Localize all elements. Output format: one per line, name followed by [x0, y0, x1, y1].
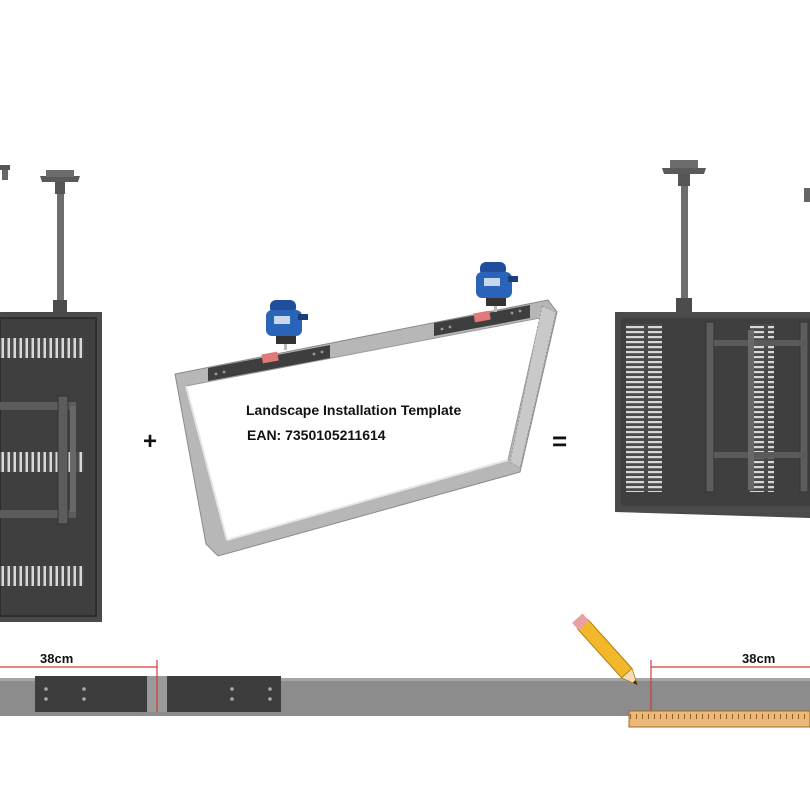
left-measurement-label: 38cm	[40, 651, 73, 666]
left-display-panel	[0, 312, 102, 622]
equals-symbol: =	[552, 426, 567, 456]
right-ceiling-mount	[662, 160, 810, 312]
right-measurement-label: 38cm	[742, 651, 775, 666]
template-title: Landscape Installation Template	[246, 402, 461, 418]
plus-symbol: +	[143, 428, 157, 455]
rail-bracket	[35, 676, 281, 712]
pencil-icon	[572, 613, 639, 686]
jigsaw-icon	[266, 300, 308, 350]
template-bracket-right	[434, 305, 530, 336]
template-ean: EAN: 7350105211614	[247, 427, 386, 443]
left-ceiling-mount	[0, 165, 80, 312]
jigsaw-icon	[476, 262, 518, 312]
template-bracket-left	[208, 345, 330, 381]
right-display-panel	[615, 312, 810, 518]
left-measurement	[0, 660, 158, 712]
ruler-icon	[628, 710, 810, 728]
right-measurement	[650, 660, 810, 712]
